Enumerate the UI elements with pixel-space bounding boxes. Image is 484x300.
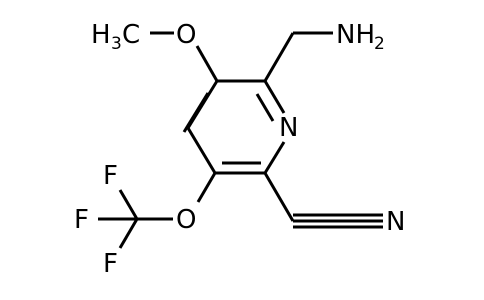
- bond-c3-c4-inner: [182, 92, 210, 133]
- label-f-top: F: [103, 161, 118, 191]
- label-h3c-sub: 3: [111, 34, 122, 54]
- label-f-bottom: F: [103, 249, 118, 279]
- bond-c5-o: [196, 172, 217, 203]
- bond-c2-n1-inner: [255, 93, 275, 122]
- bond-c6-ch2: [263, 172, 295, 222]
- label-amine-nh: NH: [336, 20, 375, 50]
- bond-c4-c5: [186, 127, 217, 174]
- label-ocf3-o: O: [176, 205, 196, 235]
- label-ring-n: N: [279, 113, 298, 143]
- bond-n1-c6: [263, 141, 286, 174]
- label-methoxy-o: O: [176, 20, 196, 50]
- label-h3c-h: H: [91, 20, 111, 50]
- label-h3c-c: C: [122, 20, 140, 50]
- label-amine-sub: 2: [374, 34, 385, 54]
- label-f-left: F: [74, 205, 89, 235]
- bond-cf3-f-bottom: [118, 218, 139, 249]
- bond-c3-o: [195, 45, 219, 82]
- bond-c2-n1: [263, 80, 286, 114]
- bond-c2-ch2: [263, 32, 295, 82]
- bond-cf3-f-top: [118, 189, 139, 220]
- label-nitrile-n: N: [386, 207, 405, 237]
